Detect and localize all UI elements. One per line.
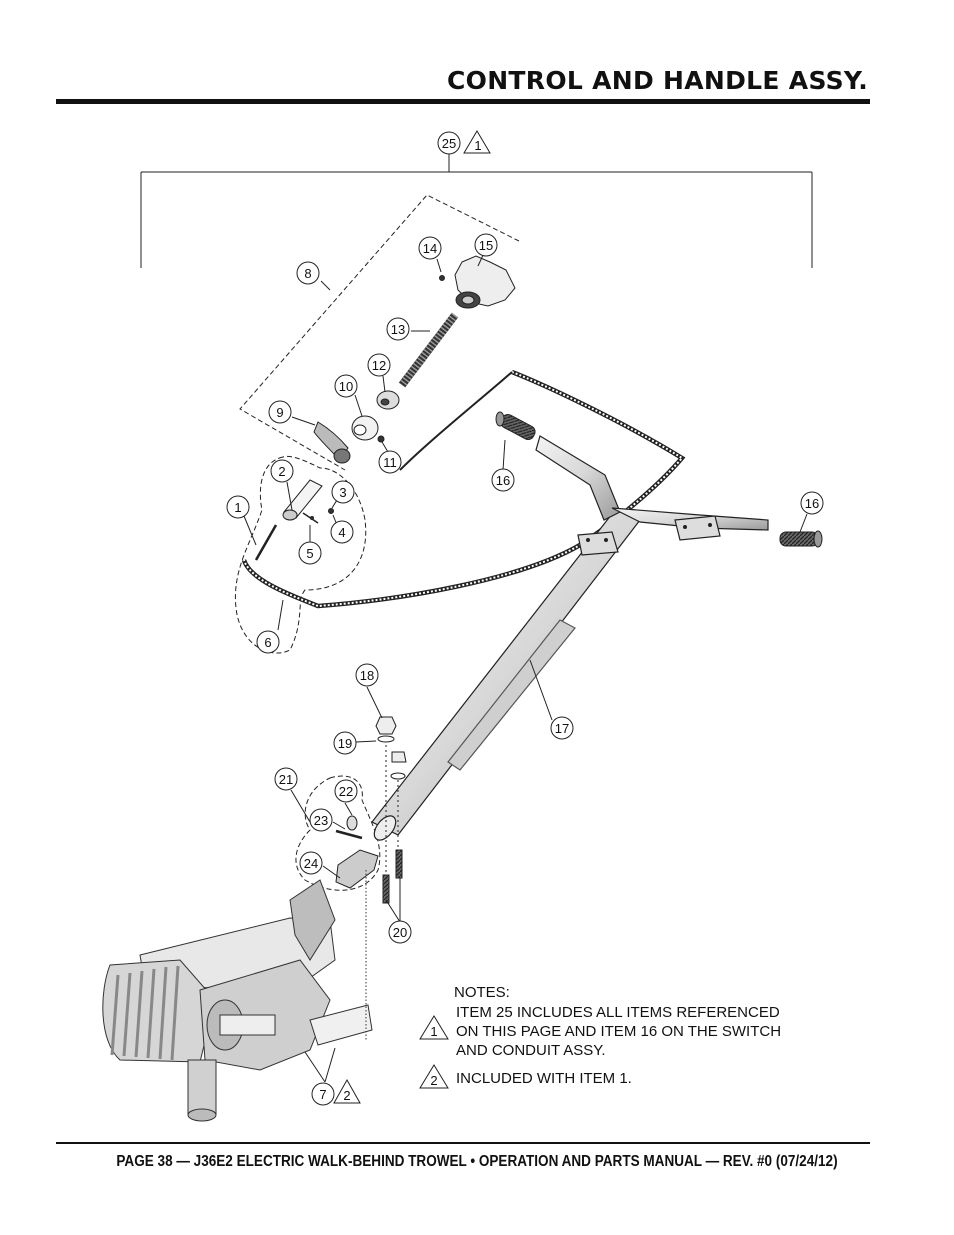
- callout-15: 15: [474, 233, 498, 257]
- callout-21: 21: [274, 767, 298, 791]
- notes-heading: NOTES:: [454, 984, 510, 1001]
- page-footer: PAGE 38 — J36E2 ELECTRIC WALK-BEHIND TRO…: [116, 1153, 838, 1170]
- control-parts: [282, 255, 516, 524]
- svg-text:18: 18: [360, 668, 374, 683]
- callout-24: 24: [299, 851, 323, 875]
- callout-23: 23: [309, 808, 333, 832]
- svg-text:21: 21: [279, 772, 293, 787]
- callout-1: 1: [226, 495, 250, 519]
- handle-tube: [371, 435, 769, 841]
- note-2-text: INCLUDED WITH ITEM 1.: [456, 1070, 632, 1087]
- handle-grips: [495, 411, 823, 548]
- callout-10: 10: [334, 374, 358, 398]
- svg-text:5: 5: [306, 546, 313, 561]
- callout-20: 20: [388, 920, 412, 944]
- svg-text:1: 1: [234, 500, 241, 515]
- svg-text:2: 2: [343, 1088, 350, 1103]
- callout-16-right: 16: [800, 491, 824, 515]
- svg-text:3: 3: [339, 485, 346, 500]
- callout-13: 13: [386, 317, 410, 341]
- note-flag-2: 2: [419, 1064, 449, 1089]
- svg-text:16: 16: [805, 496, 819, 511]
- assembly-bracket: [140, 153, 813, 268]
- svg-text:6: 6: [264, 635, 271, 650]
- svg-text:22: 22: [339, 784, 353, 799]
- svg-text:7: 7: [319, 1087, 326, 1102]
- svg-text:4: 4: [338, 525, 345, 540]
- callout-11: 11: [378, 450, 402, 474]
- svg-text:1: 1: [474, 138, 481, 153]
- svg-text:13: 13: [391, 322, 405, 337]
- header-rule: [56, 99, 870, 104]
- svg-text:2: 2: [278, 464, 285, 479]
- note-1-line-3: AND CONDUIT ASSY.: [456, 1042, 606, 1059]
- svg-text:12: 12: [372, 358, 386, 373]
- svg-text:15: 15: [479, 238, 493, 253]
- svg-text:11: 11: [383, 455, 397, 470]
- gearbox-housing: [102, 870, 373, 1122]
- svg-text:1: 1: [430, 1024, 437, 1039]
- callout-22: 22: [334, 779, 358, 803]
- callout-18: 18: [355, 663, 379, 687]
- callout-3: 3: [331, 480, 355, 504]
- callout-6: 6: [256, 630, 280, 654]
- callout-25: 25: [437, 131, 461, 155]
- svg-text:23: 23: [314, 813, 328, 828]
- callout-14: 14: [418, 236, 442, 260]
- svg-text:14: 14: [423, 241, 437, 256]
- svg-text:24: 24: [304, 856, 318, 871]
- callout-7: 7: [311, 1082, 335, 1106]
- svg-text:25: 25: [442, 136, 456, 151]
- callout-8: 8: [296, 261, 320, 285]
- footer-rule: [56, 1142, 870, 1144]
- svg-text:20: 20: [393, 925, 407, 940]
- lower-parts: [335, 716, 407, 904]
- note-1-line-2: ON THIS PAGE AND ITEM 16 ON THE SWITCH: [456, 1023, 782, 1040]
- callout-17: 17: [550, 716, 574, 740]
- callout-16-left: 16: [491, 468, 515, 492]
- svg-text:16: 16: [496, 473, 510, 488]
- svg-text:10: 10: [339, 379, 353, 394]
- callout-4: 4: [330, 520, 354, 544]
- page-title: CONTROL AND HANDLE ASSY.: [447, 66, 868, 95]
- group-outline-21: [295, 775, 381, 891]
- note-1-line-1: ITEM 25 INCLUDES ALL ITEMS REFERENCED: [456, 1004, 780, 1021]
- callout-5: 5: [298, 541, 322, 565]
- callout-flag-7: 2: [333, 1078, 361, 1104]
- svg-text:17: 17: [555, 721, 569, 736]
- callout-flag-25: 1: [463, 130, 491, 154]
- svg-text:19: 19: [338, 736, 352, 751]
- note-flag-1: 1: [419, 1015, 449, 1040]
- group-outline-8: [239, 194, 520, 471]
- leader-lines: [243, 252, 808, 1083]
- svg-text:8: 8: [304, 266, 311, 281]
- callout-9: 9: [268, 400, 292, 424]
- callout-2: 2: [270, 459, 294, 483]
- group-outline-6: [234, 455, 367, 654]
- callout-19: 19: [333, 731, 357, 755]
- svg-text:2: 2: [430, 1073, 437, 1088]
- svg-text:9: 9: [276, 405, 283, 420]
- callout-12: 12: [367, 353, 391, 377]
